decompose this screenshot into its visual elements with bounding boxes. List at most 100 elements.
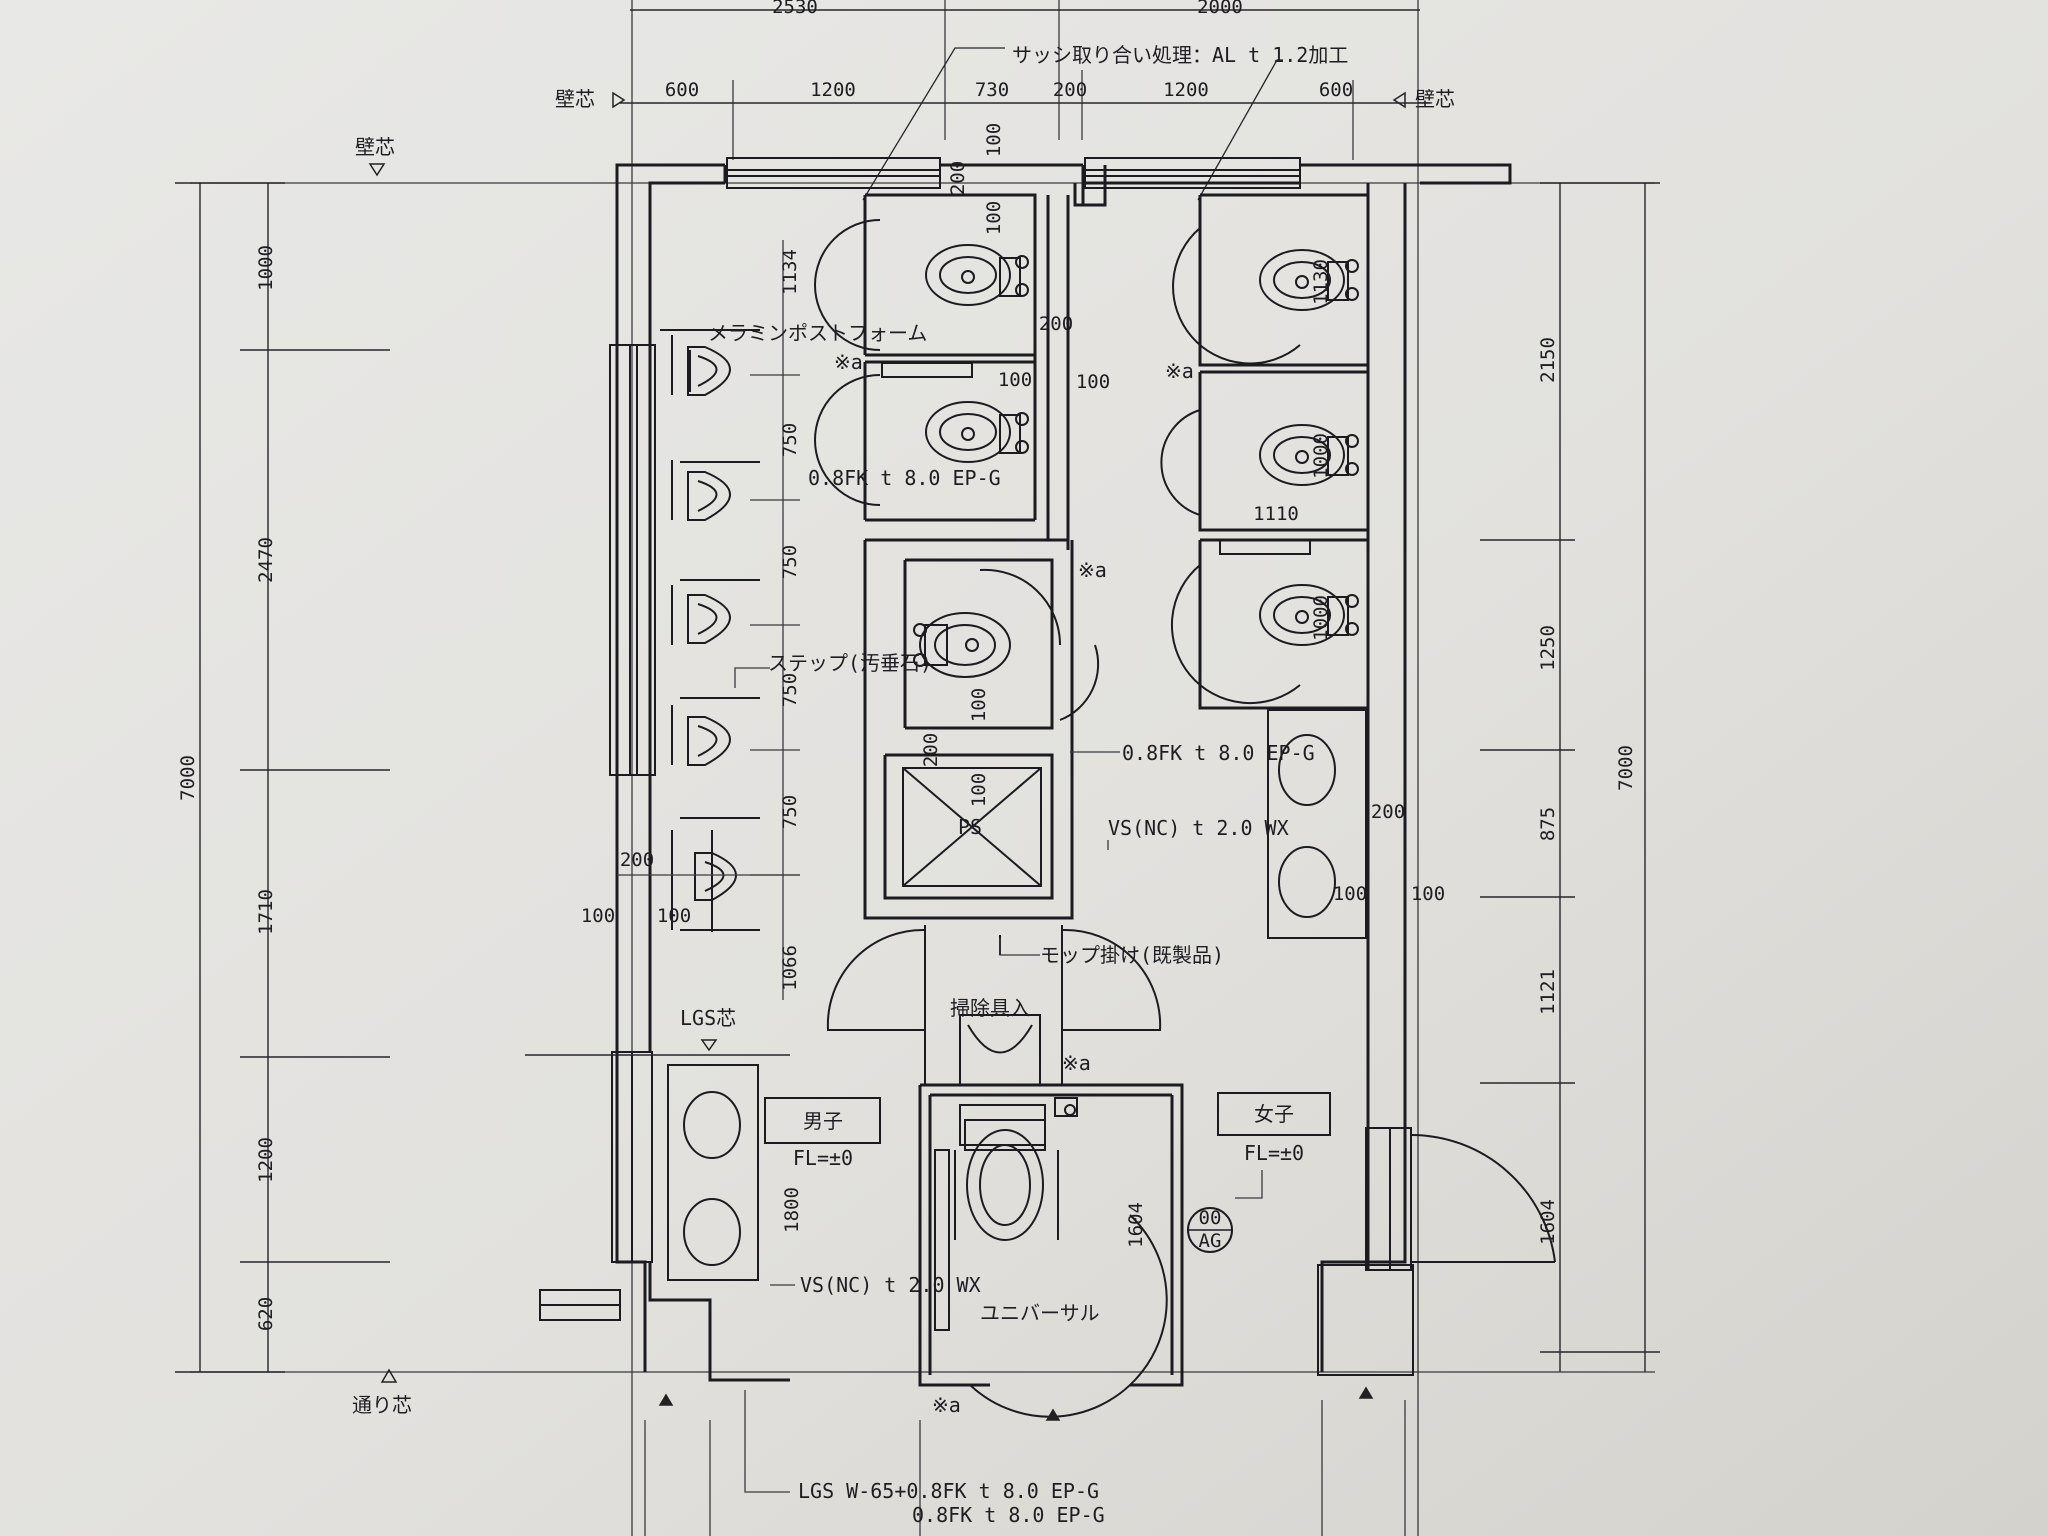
dim-top-600-right: 600 bbox=[1319, 79, 1353, 101]
mop-leader bbox=[999, 938, 1040, 956]
dim-100-d: 100 bbox=[1076, 371, 1110, 393]
women-vanity bbox=[1267, 709, 1367, 939]
dim-1110: 1110 bbox=[1253, 503, 1299, 525]
dim-top-730: 730 bbox=[975, 79, 1009, 101]
label-lgs-spec-1: LGS W-65+0.8FK t 8.0 EP-G bbox=[798, 1479, 1099, 1503]
dim-1800: 1800 bbox=[781, 1187, 803, 1233]
wall-center-left-triangle bbox=[612, 91, 626, 109]
right-dimension-lines bbox=[1480, 182, 1660, 1372]
label-wall-center-left: 壁芯 bbox=[555, 87, 595, 111]
dim-right-2150: 2150 bbox=[1537, 337, 1559, 383]
wall-lower-right bbox=[1317, 1127, 1414, 1376]
dim-100-f: 100 bbox=[657, 905, 691, 927]
wall-center-vertical-triangle bbox=[368, 163, 386, 177]
label-panel-spec-2: 0.8FK t 8.0 EP-G bbox=[1122, 741, 1315, 765]
sash-leaders bbox=[862, 47, 1283, 201]
label-vs-1: VS(NC) t 2.0 WX bbox=[1108, 816, 1289, 840]
dim-left-2470: 2470 bbox=[255, 537, 277, 583]
men-entry-triangle bbox=[658, 1393, 674, 1406]
universal-toilet-walls bbox=[918, 1083, 1184, 1387]
mark-a-3: ※a bbox=[1165, 359, 1194, 383]
urinal-dimension-ladder bbox=[617, 240, 800, 1000]
left-dimension-labels: 7000 1000 2470 1710 1200 620 bbox=[177, 245, 277, 1331]
toilet-men-stall-2 bbox=[925, 401, 1029, 463]
center-lines bbox=[190, 0, 1655, 1536]
dim-1066: 1066 bbox=[779, 945, 801, 991]
label-universal: ユニバーサル bbox=[980, 1301, 1100, 1325]
dim-top-600-left: 600 bbox=[665, 79, 699, 101]
mark-a-2: ※a bbox=[1078, 558, 1107, 582]
urinal-4 bbox=[687, 716, 731, 766]
dim-left-1200: 1200 bbox=[255, 1137, 277, 1183]
dim-right-total: 7000 bbox=[1615, 745, 1637, 791]
dim-right-1604: 1604 bbox=[1537, 1199, 1559, 1245]
men-basin-1 bbox=[683, 1091, 741, 1159]
label-women-fl: FL=±0 bbox=[1244, 1141, 1304, 1165]
dim-100-a: 100 bbox=[983, 123, 1005, 157]
section-tag bbox=[1187, 1207, 1233, 1253]
dim-750-b: 750 bbox=[779, 545, 801, 579]
dim-top-total-left: 2530 bbox=[772, 0, 818, 18]
men-entry-walls bbox=[648, 1262, 790, 1382]
label-mop: モップ掛け(既製品) bbox=[1040, 943, 1224, 967]
women-basin-2 bbox=[1278, 846, 1336, 918]
bottom-leaders bbox=[644, 1390, 1406, 1536]
men-stall-doors bbox=[814, 219, 881, 506]
label-lgs-spec-2: 0.8FK t 8.0 EP-G bbox=[912, 1503, 1105, 1527]
label-melamine: メラミンポストフォーム bbox=[708, 321, 927, 345]
urinal-1 bbox=[687, 346, 731, 396]
men-stall-toilets bbox=[881, 244, 1029, 463]
dim-top-total-right: 2000 bbox=[1197, 0, 1243, 18]
wall-lower-left bbox=[539, 1051, 653, 1321]
toilet-women-stall-2 bbox=[1259, 424, 1359, 486]
wall-center-right-triangle bbox=[1392, 91, 1406, 109]
dim-100-e: 100 bbox=[581, 905, 615, 927]
dim-top-1200-right: 1200 bbox=[1163, 79, 1209, 101]
women-label-box bbox=[1217, 1092, 1331, 1136]
label-street-center: 通り芯 bbox=[352, 1393, 412, 1417]
toilet-men-stall-1 bbox=[925, 244, 1029, 306]
label-panel-spec-1: 0.8FK t 8.0 EP-G bbox=[808, 466, 1001, 490]
dim-100-g: 100 bbox=[968, 688, 990, 722]
left-dimension-lines bbox=[175, 182, 390, 1373]
toilet-women-stall-1 bbox=[1259, 249, 1359, 311]
dim-200-e: 200 bbox=[1371, 801, 1405, 823]
tag-top: 00 bbox=[1199, 1207, 1222, 1229]
dim-1000-a: 1000 bbox=[1310, 433, 1332, 479]
women-stall-walls bbox=[1198, 193, 1368, 710]
men-basin-2 bbox=[683, 1198, 741, 1266]
label-wall-center-vertical: 壁芯 bbox=[355, 135, 395, 159]
middle-core-walls bbox=[863, 538, 1074, 920]
dim-200-a: 200 bbox=[947, 161, 969, 195]
dim-right-1121: 1121 bbox=[1537, 969, 1559, 1015]
dim-left-620: 620 bbox=[255, 1297, 277, 1331]
street-center-triangle bbox=[380, 1368, 398, 1383]
mark-a-4: ※a bbox=[1062, 1051, 1091, 1075]
cleaning-area bbox=[826, 925, 1162, 1086]
mark-a-1: ※a bbox=[834, 350, 863, 374]
window-top-left bbox=[726, 157, 941, 189]
stall-3-door bbox=[979, 568, 1100, 721]
window-left bbox=[609, 344, 656, 776]
dim-right-1250: 1250 bbox=[1537, 625, 1559, 671]
urinal-group bbox=[687, 346, 737, 932]
dim-1604: 1604 bbox=[1125, 1202, 1147, 1248]
universal-entry-triangle bbox=[1045, 1408, 1061, 1421]
tag-bottom: AG bbox=[1199, 1230, 1222, 1252]
label-sash-note: サッシ取り合い処理：AL t 1.2加工 bbox=[1012, 43, 1348, 67]
dim-right-875: 875 bbox=[1537, 807, 1559, 841]
men-label-box bbox=[764, 1097, 881, 1144]
dim-200-d: 200 bbox=[920, 733, 942, 767]
urinal-3 bbox=[687, 594, 731, 644]
window-top-right bbox=[1084, 157, 1301, 189]
women-stall-toilets bbox=[1219, 249, 1359, 646]
dim-100-b: 100 bbox=[983, 201, 1005, 235]
lgs-center-triangle bbox=[700, 1039, 718, 1052]
mark-a-5: ※a bbox=[932, 1393, 961, 1417]
women-basin-1 bbox=[1278, 734, 1336, 806]
step-leader bbox=[734, 667, 770, 688]
dim-1134: 1134 bbox=[779, 249, 801, 295]
dim-100-h: 100 bbox=[968, 773, 990, 807]
women-entry-triangle bbox=[1358, 1386, 1374, 1399]
